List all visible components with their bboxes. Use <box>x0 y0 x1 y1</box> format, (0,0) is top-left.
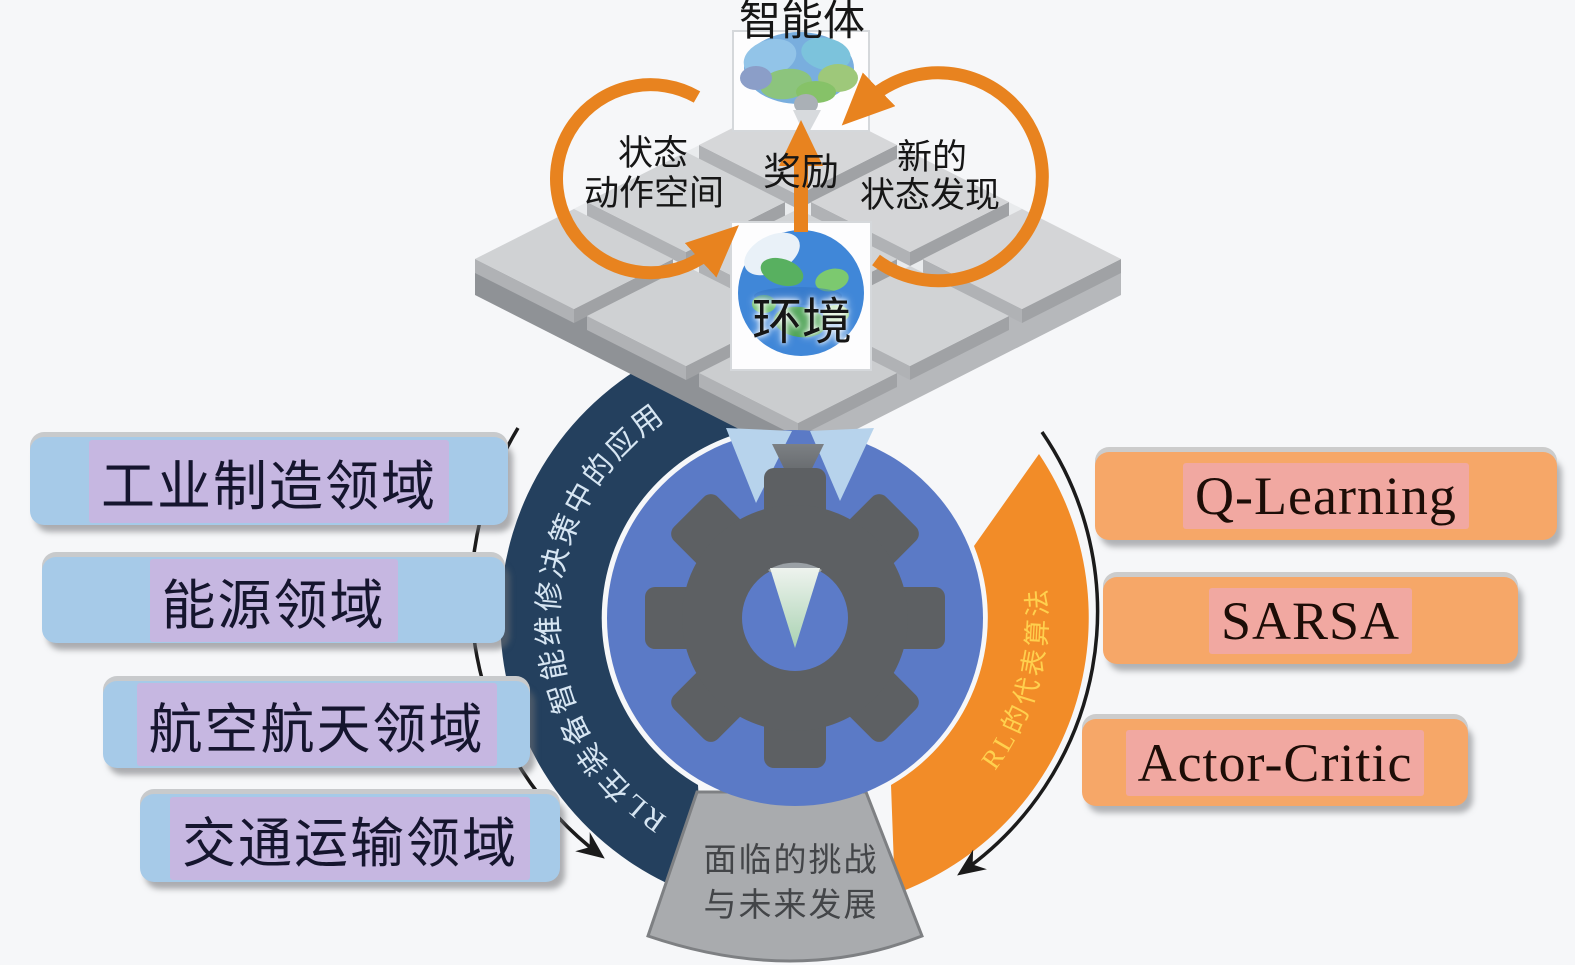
algorithm-box-actorcritic-label: Actor-Critic <box>1125 729 1425 796</box>
algorithm-box-sarsa: SARSA <box>1103 577 1518 664</box>
domain-box-energy-label: 能源领域 <box>149 558 398 642</box>
algorithm-box-actorcritic: Actor-Critic <box>1082 719 1468 806</box>
domain-box-industrial-label: 工业制造领域 <box>89 439 449 523</box>
domain-box-aerospace-label: 航空航天领域 <box>136 683 497 766</box>
challenges-line1: 面临的挑战 <box>703 843 879 879</box>
state-action-arrow <box>550 78 739 280</box>
brain-icon <box>740 32 858 138</box>
domain-box-industrial: 工业制造领域 <box>30 437 508 525</box>
challenges-line2: 与未来发展 <box>703 887 879 924</box>
challenges-fan <box>646 790 924 963</box>
right-funnel-wedge <box>810 428 874 501</box>
algorithm-box-sarsa-label: SARSA <box>1208 587 1413 654</box>
domain-box-energy: 能源领域 <box>42 557 505 643</box>
domain-box-aerospace: 航空航天领域 <box>103 681 530 768</box>
new-state-label-line1: 新的 <box>896 138 968 177</box>
right-cycle-arrow <box>957 431 1100 876</box>
reward-arrow <box>779 120 823 232</box>
state-label-line2: 动作空间 <box>583 174 725 213</box>
domain-box-transportation: 交通运输领域 <box>140 794 560 882</box>
environment-label: 环境 <box>752 294 852 350</box>
algorithm-box-qlearning-label: Q-Learning <box>1183 463 1469 529</box>
new-state-arrow <box>841 66 1049 288</box>
challenges-label: 面临的挑战 与未来发展 <box>704 839 879 928</box>
globe-icon <box>738 230 864 356</box>
algorithm-box-qlearning: Q-Learning <box>1095 452 1557 540</box>
agent-label: 智能体 <box>738 0 866 45</box>
state-label-line1: 状态 <box>617 134 689 173</box>
hub-pointer-wedge <box>770 568 820 648</box>
domain-box-transportation-label: 交通运输领域 <box>170 796 530 880</box>
reward-label: 奖励 <box>762 152 840 194</box>
new-state-label-line2: 状态发现 <box>859 176 1001 215</box>
